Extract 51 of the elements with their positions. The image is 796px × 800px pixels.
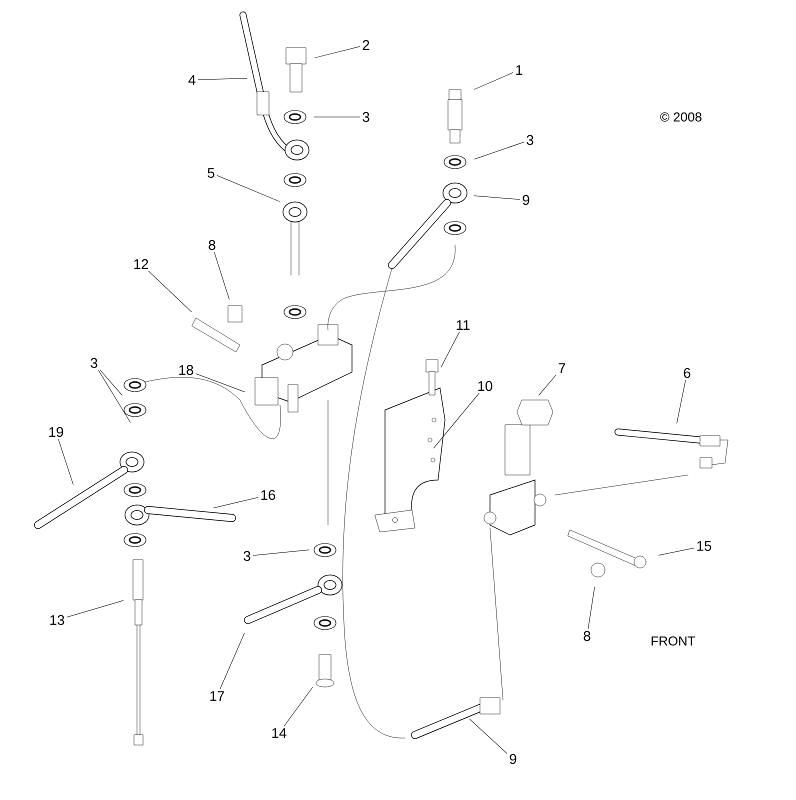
leader-line xyxy=(66,600,124,618)
callout-number: 3 xyxy=(244,551,250,561)
leader-line xyxy=(100,370,122,396)
leader-line xyxy=(198,78,248,80)
callout-number: 4 xyxy=(188,75,196,85)
copyright-note: © 2008 xyxy=(660,112,702,122)
callout-number: 19 xyxy=(49,427,64,437)
callout-number: 12 xyxy=(134,259,148,269)
callout-number: 15 xyxy=(697,541,712,551)
leader-line xyxy=(469,718,508,754)
callout-number: 9 xyxy=(510,754,516,764)
callout-number: 2 xyxy=(362,40,370,50)
leader-line xyxy=(588,586,595,630)
callout-number: 14 xyxy=(272,728,286,738)
leader-line xyxy=(433,392,480,448)
callout-number: 9 xyxy=(522,195,530,205)
leader-line xyxy=(214,497,258,508)
leader-line xyxy=(216,175,280,202)
callout-number: 13 xyxy=(50,615,64,625)
leader-line xyxy=(538,374,556,396)
callout-number: 17 xyxy=(210,691,224,701)
callout-number: 8 xyxy=(208,240,216,250)
callout-number: 16 xyxy=(261,490,276,500)
callout-number: 1 xyxy=(516,65,522,75)
leader-line xyxy=(220,633,245,690)
callout-number: 7 xyxy=(558,363,566,373)
leader-line xyxy=(440,332,460,368)
callout-number: 6 xyxy=(684,368,690,378)
leader-line xyxy=(58,438,74,485)
callout-number: 3 xyxy=(90,358,98,368)
leader-line xyxy=(676,380,686,424)
callout-number: 5 xyxy=(208,168,214,178)
leader-line xyxy=(474,195,520,200)
leader-line xyxy=(314,46,360,58)
leader-line xyxy=(314,116,360,118)
leader-line xyxy=(252,550,310,556)
callout-number: 18 xyxy=(179,365,194,375)
callout-number: 10 xyxy=(478,381,492,391)
leader-line xyxy=(98,370,131,423)
leader-line xyxy=(284,687,313,726)
callout-number: 3 xyxy=(526,135,534,145)
callout-number: 3 xyxy=(362,112,370,122)
leader-line xyxy=(474,72,514,90)
leader-line xyxy=(214,252,230,300)
callout-number: 8 xyxy=(584,631,590,641)
leader-line xyxy=(196,373,245,392)
callout-number: 11 xyxy=(456,320,470,330)
leader-line xyxy=(474,142,524,160)
leader-line xyxy=(148,270,192,312)
direction-label: FRONT xyxy=(652,636,696,646)
leader-line xyxy=(658,548,694,556)
